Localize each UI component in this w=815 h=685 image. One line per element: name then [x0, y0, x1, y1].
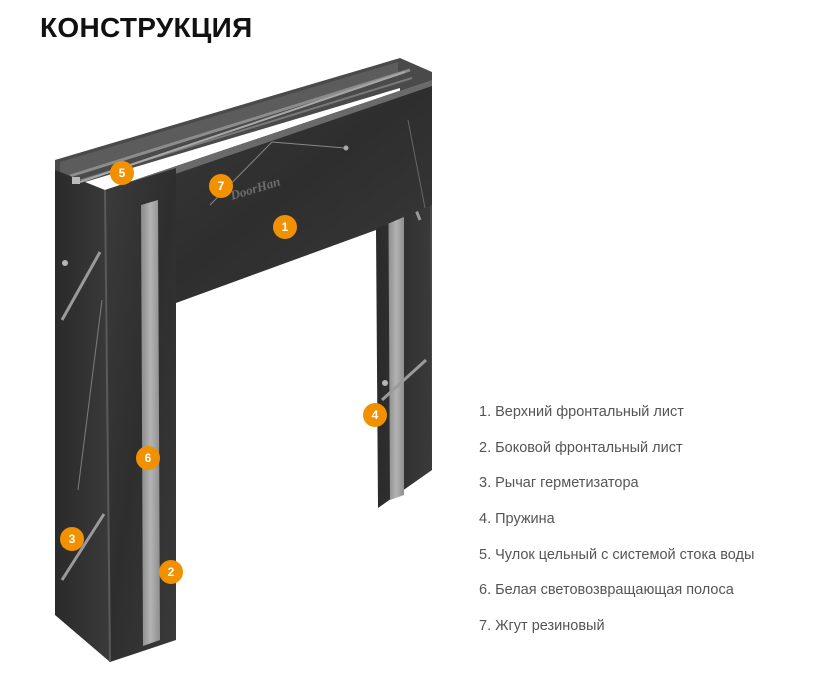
legend-item: 2. Боковой фронтальный лист	[479, 439, 683, 456]
marker-5-label: 5	[119, 166, 126, 180]
legend-item: 7. Жгут резиновый	[479, 618, 605, 635]
marker-2: 2	[159, 560, 183, 584]
marker-5: 5	[110, 161, 134, 185]
top-front-panel: DoorHan	[105, 80, 432, 330]
legend-item: 5. Чулок цельный с системой стока воды	[479, 546, 755, 563]
legend-item: 1. Верхний фронтальный лист	[479, 404, 684, 420]
marker-3: 3	[60, 527, 84, 551]
marker-2-label: 2	[168, 565, 175, 579]
legend-list: 1. Верхний фронтальный лист 2. Боковой ф…	[479, 395, 754, 645]
top-rail	[72, 71, 406, 184]
left-side-panel	[55, 170, 110, 662]
legend-item: 4. Пружина	[479, 511, 555, 528]
left-front-panel	[104, 168, 176, 663]
marker-6: 6	[136, 446, 160, 470]
page-title: КОНСТРУКЦИЯ	[40, 12, 253, 43]
marker-6-label: 6	[145, 451, 152, 465]
marker-1: 1	[273, 215, 297, 239]
marker-4: 4	[363, 403, 387, 427]
legend-item: 6. Белая световозвращающая полоса	[479, 582, 734, 599]
marker-1-label: 1	[282, 220, 289, 234]
marker-7: 7	[209, 174, 233, 198]
marker-4-label: 4	[372, 408, 379, 422]
marker-7-label: 7	[218, 179, 225, 193]
marker-3-label: 3	[69, 532, 76, 546]
legend-item: 3. Рычаг герметизатора	[479, 475, 639, 492]
